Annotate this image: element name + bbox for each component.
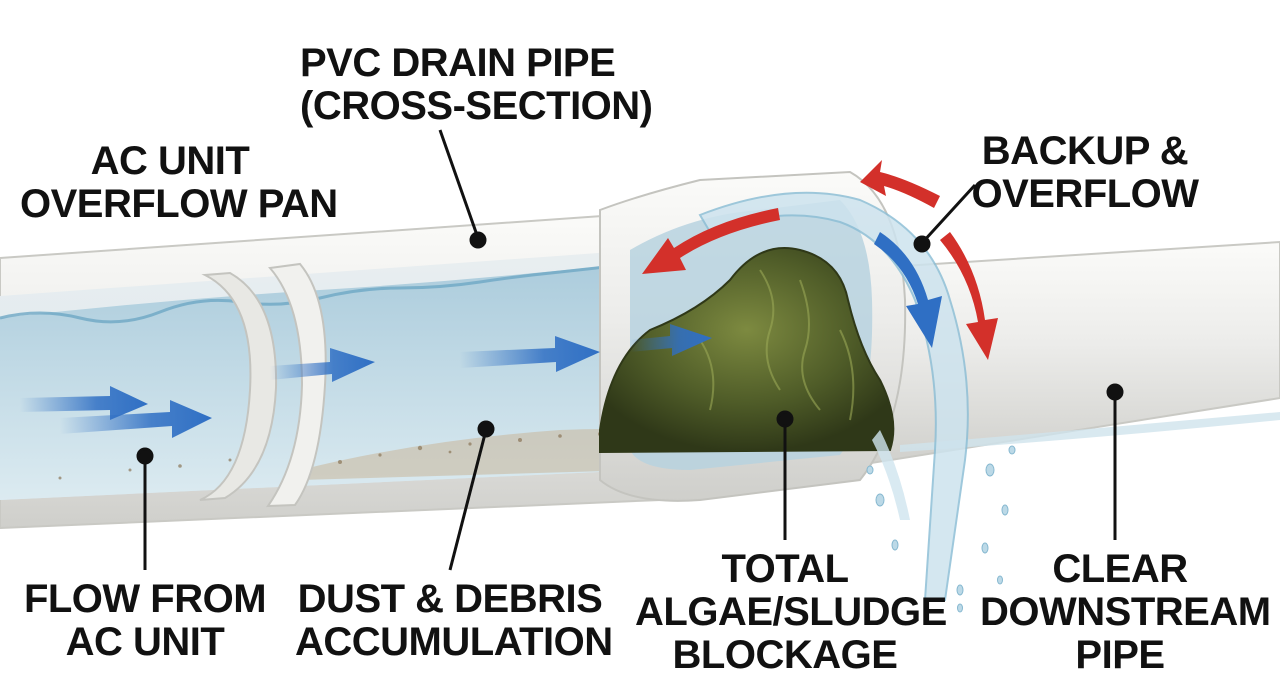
flow-arrow-2	[60, 400, 212, 438]
label-dust-line-1: DUST & DEBRIS	[297, 577, 603, 621]
debris-layer	[300, 429, 640, 480]
leader-backup	[920, 183, 977, 245]
leader-dust	[448, 429, 488, 571]
label-backup-line-1: BACKUP &	[981, 129, 1189, 173]
backflow-arrow-right	[940, 232, 998, 360]
water-droplets	[866, 445, 1016, 613]
coupling-ring	[266, 262, 327, 508]
flow-arrows	[20, 232, 942, 438]
label-clear-line-1: CLEAR	[1052, 547, 1188, 591]
backflow-arrow-left	[642, 208, 780, 274]
label-blockage-line-2: ALGAE/SLUDGE	[635, 590, 947, 635]
label-flow-line-1: FLOW FROM	[23, 577, 267, 621]
label-clear-downstream: CLEAR DOWNSTREAM PIPE	[980, 547, 1271, 678]
downstream-water-streak	[900, 412, 1280, 452]
label-blockage-line-1: TOTAL	[721, 547, 849, 591]
label-backup-overflow: BACKUP & OVERFLOW	[965, 129, 1205, 217]
label-pan-line-2: OVERFLOW PAN	[20, 182, 338, 227]
label-pvc-line-2: (CROSS-SECTION)	[300, 84, 653, 129]
label-dust-debris: DUST & DEBRIS ACCUMULATION	[295, 577, 613, 665]
leader-backup-dot	[913, 235, 931, 253]
leader-flow-dot	[136, 447, 154, 465]
leader-pvc-dot	[469, 231, 487, 249]
label-pvc-line-1: PVC DRAIN PIPE	[300, 41, 616, 85]
label-clear-line-3: PIPE	[1075, 633, 1165, 678]
flow-arrow-3	[270, 348, 375, 382]
leader-clear-dot	[1106, 383, 1124, 401]
sludge-texture	[699, 269, 855, 421]
label-pvc-drain-pipe: PVC DRAIN PIPE (CROSS-SECTION)	[300, 41, 653, 129]
label-flow-from-ac: FLOW FROM AC UNIT	[20, 577, 270, 665]
flow-arrow-5	[630, 324, 712, 356]
label-blockage-line-3: BLOCKAGE	[672, 633, 898, 678]
label-flow-line-2: AC UNIT	[65, 620, 225, 665]
flow-arrow-4	[460, 336, 600, 372]
backflow-arrows	[642, 160, 998, 360]
label-dust-line-2: ACCUMULATION	[295, 620, 613, 665]
leader-pvc	[438, 129, 480, 239]
label-algae-blockage: TOTAL ALGAE/SLUDGE BLOCKAGE	[635, 547, 947, 678]
leader-blockage-dot	[776, 410, 794, 428]
sludge-blockage	[599, 247, 895, 454]
label-ac-overflow-pan: AC UNIT OVERFLOW PAN	[20, 139, 338, 227]
label-pan-line-1: AC UNIT	[90, 139, 250, 183]
label-backup-line-2: OVERFLOW	[971, 172, 1199, 217]
overflow-flow-arrow	[874, 232, 942, 348]
leader-dust-dot	[477, 420, 495, 438]
overflow-spill-left	[872, 430, 910, 520]
first-cut-ring	[199, 271, 278, 501]
backflow-arrow-top	[860, 160, 940, 208]
flow-arrow-1	[20, 386, 148, 420]
overflow-cascade	[698, 191, 969, 601]
leader-lines	[136, 129, 1124, 571]
label-clear-line-2: DOWNSTREAM	[980, 590, 1271, 635]
